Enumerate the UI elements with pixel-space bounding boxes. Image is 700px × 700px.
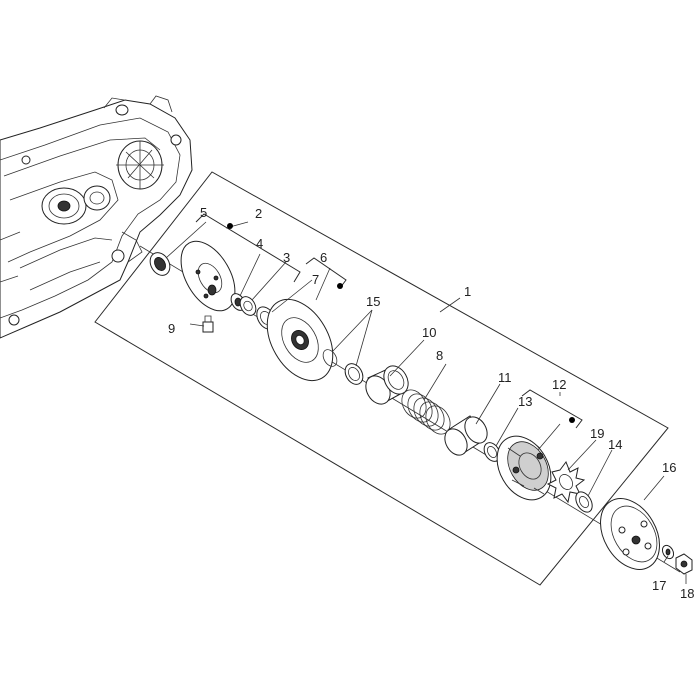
label-16: 16 xyxy=(662,460,676,475)
label-11: 11 xyxy=(498,370,512,385)
label-1: 1 xyxy=(464,284,471,299)
ref-dot-2 xyxy=(227,223,233,229)
part-5-seal xyxy=(149,252,171,276)
crankcase-housing xyxy=(0,95,193,339)
label-4: 4 xyxy=(256,236,263,251)
label-12: 12 xyxy=(552,377,566,392)
movable-half-pulley xyxy=(266,298,334,382)
label-3: 3 xyxy=(283,250,290,265)
label-19: 19 xyxy=(590,426,604,441)
ref-dot-12 xyxy=(569,417,575,423)
clutch-assembly xyxy=(496,435,552,501)
label-5: 5 xyxy=(200,205,207,220)
part-16-clutch-bell xyxy=(600,498,660,570)
leader-lines xyxy=(165,221,687,584)
part-15-orings xyxy=(322,349,364,385)
part-labels: 5 2 4 3 6 7 9 15 10 1 8 11 12 13 19 14 1… xyxy=(168,205,694,601)
part-17-washer xyxy=(661,544,675,560)
part-11-cap xyxy=(444,415,488,456)
bracket-6 xyxy=(305,257,347,289)
label-2: 2 xyxy=(255,206,262,221)
label-15: 15 xyxy=(366,294,380,309)
label-14: 14 xyxy=(608,437,622,452)
part-19-spider xyxy=(546,460,586,504)
label-7: 7 xyxy=(312,272,319,287)
part-3-washer xyxy=(239,296,257,316)
reference-dots xyxy=(227,223,575,423)
bracket-2 xyxy=(195,213,301,283)
part-18-nut xyxy=(675,553,693,575)
label-17: 17 xyxy=(652,578,666,593)
label-8: 8 xyxy=(436,348,443,363)
part-14-washer xyxy=(575,491,593,513)
label-9: 9 xyxy=(168,321,175,336)
bracket-12 xyxy=(521,389,583,429)
part-10-sleeve xyxy=(365,365,409,405)
label-13: 13 xyxy=(518,394,532,409)
fixed-half-pulley xyxy=(180,240,236,312)
label-18: 18 xyxy=(680,586,694,601)
label-6: 6 xyxy=(320,250,327,265)
part-9-screw xyxy=(202,315,214,333)
ref-dot-6 xyxy=(337,283,343,289)
assembly-frame-1 xyxy=(94,171,669,586)
label-10: 10 xyxy=(422,325,436,340)
